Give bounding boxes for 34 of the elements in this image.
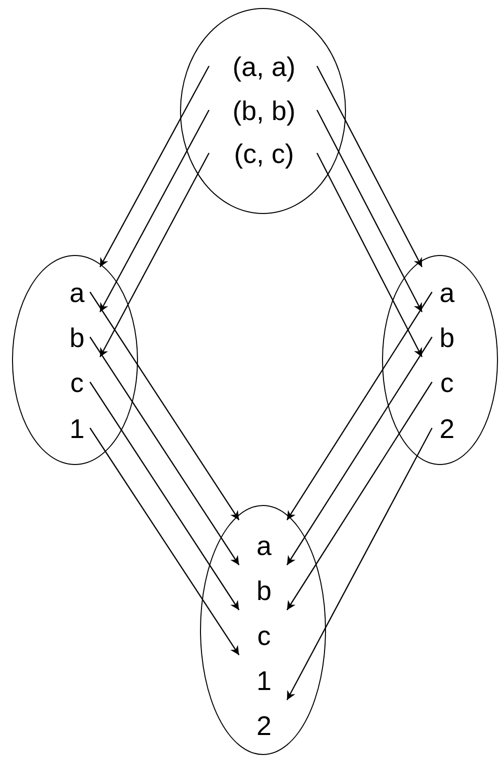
- arrow: [99, 110, 210, 312]
- arrow: [90, 428, 240, 656]
- element-label: 2: [437, 414, 457, 444]
- element-label: b: [67, 323, 87, 353]
- arrow: [286, 336, 432, 566]
- element-label: (c, c): [214, 137, 314, 171]
- element-label: 1: [254, 666, 274, 696]
- arrow: [90, 292, 240, 520]
- arrow: [99, 66, 210, 268]
- element-label: a: [67, 278, 87, 308]
- element-label: b: [254, 576, 274, 606]
- arrow: [286, 428, 433, 700]
- element-label: a: [254, 531, 274, 561]
- arrow: [90, 382, 240, 610]
- arrow: [286, 292, 432, 520]
- arrow: [316, 110, 423, 312]
- arrow: [316, 66, 423, 268]
- set-ellipse: [200, 505, 326, 755]
- set-ellipse: [180, 8, 346, 214]
- element-label: (b, b): [214, 94, 314, 128]
- set-ellipse: [12, 255, 138, 465]
- arrow: [316, 152, 423, 358]
- arrow: [286, 382, 432, 610]
- element-label: c: [254, 621, 274, 651]
- element-label: 2: [254, 711, 274, 741]
- element-label: c: [437, 368, 457, 398]
- element-label: 1: [67, 414, 87, 444]
- element-label: c: [67, 368, 87, 398]
- element-label: (a, a): [214, 50, 314, 84]
- element-label: a: [437, 278, 457, 308]
- set-ellipse: [382, 255, 498, 465]
- element-label: b: [437, 323, 457, 353]
- arrow: [90, 336, 240, 566]
- arrow: [99, 152, 210, 358]
